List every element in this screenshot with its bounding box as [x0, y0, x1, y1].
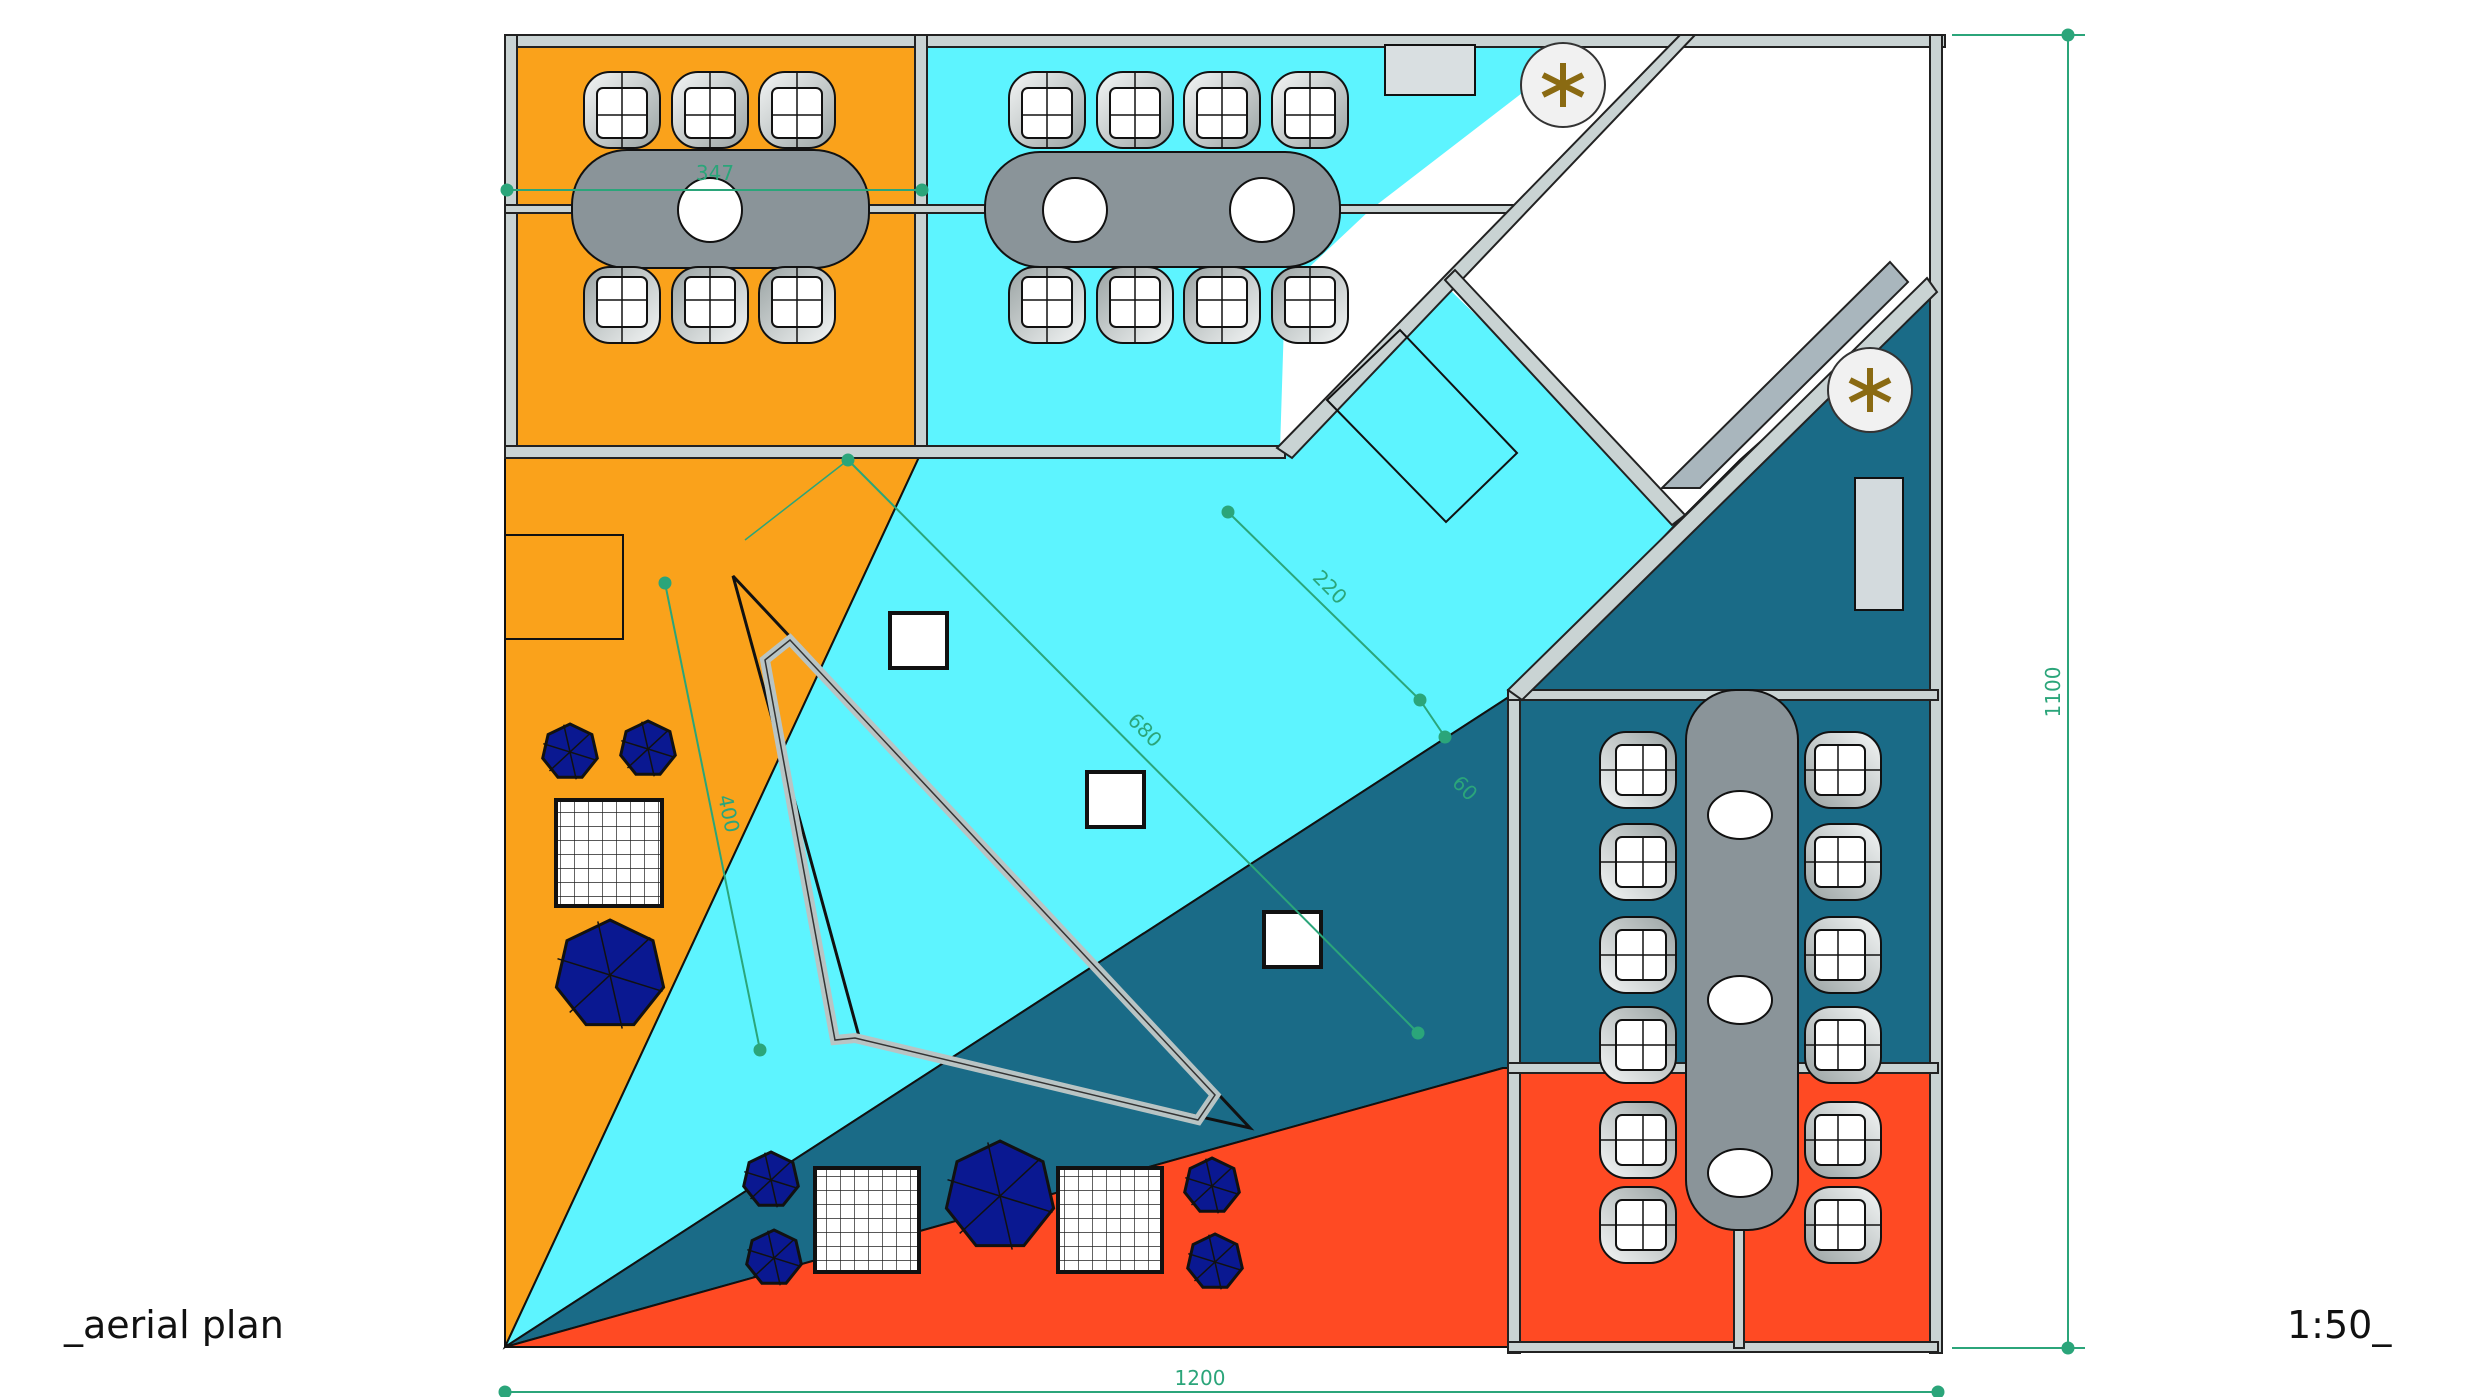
dimension-node [915, 183, 929, 197]
chair-icon [1271, 266, 1349, 344]
dimension-node [658, 576, 672, 590]
pedestal [888, 611, 949, 670]
chair-icon [1599, 1101, 1677, 1179]
triangular-truss [731, 574, 1255, 1131]
orange-room-furniture [571, 71, 870, 344]
stool-icon [742, 1150, 800, 1208]
chair-icon [1599, 1186, 1677, 1264]
chair-icon [1804, 1101, 1882, 1179]
wall-top [504, 34, 1946, 48]
wall-room-divider [914, 34, 928, 456]
dimension-node [498, 1385, 512, 1397]
storage-area [1445, 35, 1935, 495]
dim-label-meeting-room: 347 [696, 161, 734, 185]
pouf-icon [554, 798, 664, 908]
chair-icon [1599, 731, 1677, 809]
plant-icon [1827, 347, 1913, 433]
cabinet [1384, 44, 1476, 96]
pedestal [1085, 770, 1146, 829]
dim-label-width: 1200 [1175, 1366, 1226, 1390]
chair-icon [1096, 266, 1174, 344]
stool-icon [745, 1228, 803, 1286]
chair-icon [1599, 823, 1677, 901]
stool-icon [619, 719, 677, 777]
plan-title: _aerial plan [64, 1303, 284, 1347]
stool-icon [1186, 1232, 1244, 1290]
plant-icon [1520, 42, 1606, 128]
counter-outline [1325, 328, 1519, 524]
chair-icon [583, 71, 661, 149]
chair-icon [1599, 1006, 1677, 1084]
pouf-icon [813, 1166, 921, 1274]
chair-icon [1804, 1006, 1882, 1084]
dimension-lines [498, 28, 2085, 1397]
stool-icon [1183, 1156, 1241, 1214]
wall-bottom-meeting [504, 445, 1286, 459]
hanger-rack [1854, 477, 1904, 611]
chair-icon [583, 266, 661, 344]
chair-icon [1183, 71, 1261, 149]
chair-icon [1008, 71, 1086, 149]
chair-icon [758, 266, 836, 344]
table-cutout [1042, 177, 1108, 243]
dim-label-height: 1100 [2041, 667, 2065, 718]
table-cutout [1707, 790, 1773, 840]
plan-scale: 1:50_ [2287, 1303, 2392, 1347]
stool-icon [554, 918, 666, 1029]
chair-icon [758, 71, 836, 149]
storage-shelf [1659, 260, 1910, 489]
chair-icon [1804, 823, 1882, 901]
chair-icon [1096, 71, 1174, 149]
chair-icon [1183, 266, 1261, 344]
stool-icon [944, 1139, 1056, 1250]
dimension-node [500, 183, 514, 197]
dimension-node [1411, 1026, 1425, 1040]
wall-diagonal-upper [1275, 34, 1698, 460]
table-cutout [1229, 177, 1295, 243]
dimension-node [2061, 28, 2075, 42]
wall-left [504, 34, 518, 456]
wall-conf-left [1507, 692, 1521, 1354]
cyan-room-furniture [984, 42, 1606, 344]
chair-icon [1804, 916, 1882, 994]
desk-outline [504, 534, 624, 640]
table-cutout [677, 177, 743, 243]
display-pedestals [888, 611, 1323, 969]
pouf-icon [1056, 1166, 1164, 1274]
chair-icon [1008, 266, 1086, 344]
chair-icon [671, 71, 749, 149]
table-cutout [1707, 975, 1773, 1025]
pedestal [1262, 910, 1323, 969]
chair-icon [671, 266, 749, 344]
conference-room-furniture [1599, 689, 1882, 1264]
dimension-node [753, 1043, 767, 1057]
chair-icon [1804, 1186, 1882, 1264]
table-cutout [1707, 1148, 1773, 1198]
dimension-node [1221, 505, 1235, 519]
lounge-furniture [541, 719, 1244, 1290]
dimension-node [2061, 1341, 2075, 1355]
chair-icon [1599, 916, 1677, 994]
chair-icon [1271, 71, 1349, 149]
chair-icon [1804, 731, 1882, 809]
wall-conf-bottom [1507, 1341, 1939, 1353]
dimension-node [1931, 1385, 1945, 1397]
stool-icon [541, 722, 599, 780]
dimension-node [1438, 730, 1452, 744]
